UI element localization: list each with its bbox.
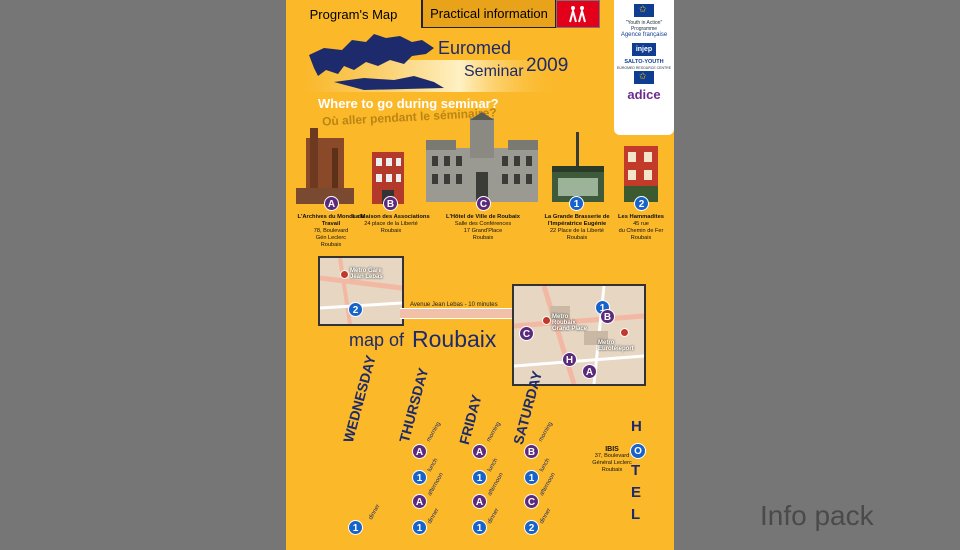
where-heading: Where to go during seminar?	[318, 96, 499, 111]
euromed-title: Euromed	[438, 38, 512, 58]
schedule-thursday-lunch[interactable]: 1	[412, 470, 427, 485]
slot-dinner: dinner	[539, 507, 553, 525]
eu-flag-icon	[634, 71, 654, 84]
map-label-prefix: map of	[349, 330, 405, 350]
metro-gare-label: Metro Gare Jean Lebas	[350, 268, 383, 280]
slot-morning: morning	[486, 421, 503, 443]
slot-afternoon: afternoon	[487, 472, 505, 497]
place-marker-2[interactable]: 2	[634, 196, 649, 211]
hotel-letter-h: H	[631, 418, 642, 435]
place-marker-1[interactable]: 1	[569, 196, 584, 211]
schedule-saturday-lunch[interactable]: 1	[524, 470, 539, 485]
map-label-city: Roubaix	[412, 326, 497, 352]
hotel-marker-o[interactable]: O	[630, 443, 646, 459]
place-caption-1: La Grande Brasserie de l'Impératrice Eug…	[544, 214, 610, 241]
hotel-ibis-caption: IBIS 37, Boulevard Général Leclerc Rouba…	[592, 446, 632, 473]
schedule-friday-dinner[interactable]: 1	[472, 520, 487, 535]
avenue-connector	[400, 308, 512, 319]
schedule-friday-morning[interactable]: A	[472, 444, 487, 459]
place-caption-a: L'Archives du Monde du Travail 78, Boule…	[297, 214, 365, 248]
hotel-letter-t: T	[631, 462, 641, 479]
tab-programs-map[interactable]: Program's Map	[286, 0, 422, 28]
place-caption-b: La Maison des Associations 24 place de l…	[352, 214, 430, 234]
metro-grand-place-label: Metro Roubaix Grand Place	[552, 314, 588, 332]
tab-people-icon[interactable]	[556, 0, 600, 28]
archives-building-image	[296, 128, 354, 204]
map-inset-grand-place[interactable]: 1 B C Metro Roubaix Grand Place Metro Eu…	[512, 284, 646, 386]
slot-afternoon: afternoon	[539, 472, 557, 497]
place-caption-c: L'Hôtel de Ville de Roubaix Salle des Co…	[445, 214, 521, 241]
map-inset-gare[interactable]: Metro Gare Jean Lebas 2	[318, 256, 404, 326]
slot-dinner: dinner	[427, 507, 441, 525]
metro-pin-icon	[340, 270, 349, 279]
agence-francaise-label: Agence française	[620, 32, 668, 38]
place-marker-b[interactable]: B	[383, 196, 398, 211]
day-header-thursday: THURSDAY	[396, 366, 432, 445]
program-map-panel: Program's Map Practical information "You…	[286, 0, 674, 550]
schedule-saturday-afternoon[interactable]: C	[524, 494, 539, 509]
avenue-label: Avenue Jean Lebas - 10 minutes	[410, 302, 498, 308]
schedule-friday-lunch[interactable]: 1	[472, 470, 487, 485]
adice-logo: adice	[627, 87, 661, 102]
place-marker-a[interactable]: A	[324, 196, 339, 211]
schedule-thursday-afternoon[interactable]: A	[412, 494, 427, 509]
schedule-friday-afternoon[interactable]: A	[472, 494, 487, 509]
year-title: 2009	[526, 55, 569, 76]
metro-eurotelepor-label: Metro Eurotéléport	[598, 340, 634, 352]
map-marker-2[interactable]: 2	[348, 302, 363, 317]
schedule-saturday-dinner[interactable]: 2	[524, 520, 539, 535]
people-icon	[569, 6, 586, 23]
map-marker-b[interactable]: B	[600, 309, 615, 324]
schedule-wednesday-dinner[interactable]: 1	[348, 520, 363, 535]
place-marker-c[interactable]: C	[476, 196, 491, 211]
schedule-saturday-morning[interactable]: B	[524, 444, 539, 459]
hotel-letter-l: L	[631, 506, 641, 523]
hotel-de-ville-image	[426, 112, 538, 202]
map-marker-a[interactable]: A	[582, 364, 597, 379]
day-header-wednesday: WEDNESDAY	[340, 353, 379, 445]
salto-youth-label: SALTO-YOUTH	[624, 59, 664, 65]
slot-dinner: dinner	[368, 503, 382, 521]
day-header-friday: FRIDAY	[456, 392, 485, 447]
salto-sub-label: EUROMED RESOURCE CENTRE	[616, 66, 672, 70]
youth-in-action-label: "Youth in Action" Programme	[625, 20, 663, 32]
slot-morning: morning	[426, 421, 443, 443]
slot-lunch: lunch	[427, 457, 440, 473]
metro-pin-icon	[620, 328, 629, 337]
metro-pin-icon	[542, 316, 551, 325]
seminar-title: Seminar	[464, 63, 524, 80]
slot-afternoon: afternoon	[427, 472, 445, 497]
map-marker-h[interactable]: H	[562, 352, 577, 367]
hammadites-image	[624, 146, 658, 202]
partner-logos: "Youth in Action" Programme Agence franç…	[614, 0, 674, 135]
place-caption-2: Les Hammadites 45 rue du Chemin de Fer R…	[617, 214, 665, 241]
tab-practical-information[interactable]: Practical information	[422, 0, 556, 28]
schedule-thursday-dinner[interactable]: 1	[412, 520, 427, 535]
mediterranean-map-graphic	[304, 34, 564, 92]
slot-dinner: dinner	[487, 507, 501, 525]
eu-flag-icon	[634, 4, 654, 17]
info-pack-label: Info pack	[760, 500, 874, 531]
slot-lunch: lunch	[487, 457, 500, 473]
slot-lunch: lunch	[539, 457, 552, 473]
grande-brasserie-image	[552, 132, 604, 202]
hotel-letter-e: E	[631, 484, 642, 501]
map-marker-c[interactable]: C	[519, 326, 534, 341]
schedule-thursday-morning[interactable]: A	[412, 444, 427, 459]
injep-logo: injep	[631, 43, 657, 56]
slot-morning: morning	[538, 421, 555, 443]
